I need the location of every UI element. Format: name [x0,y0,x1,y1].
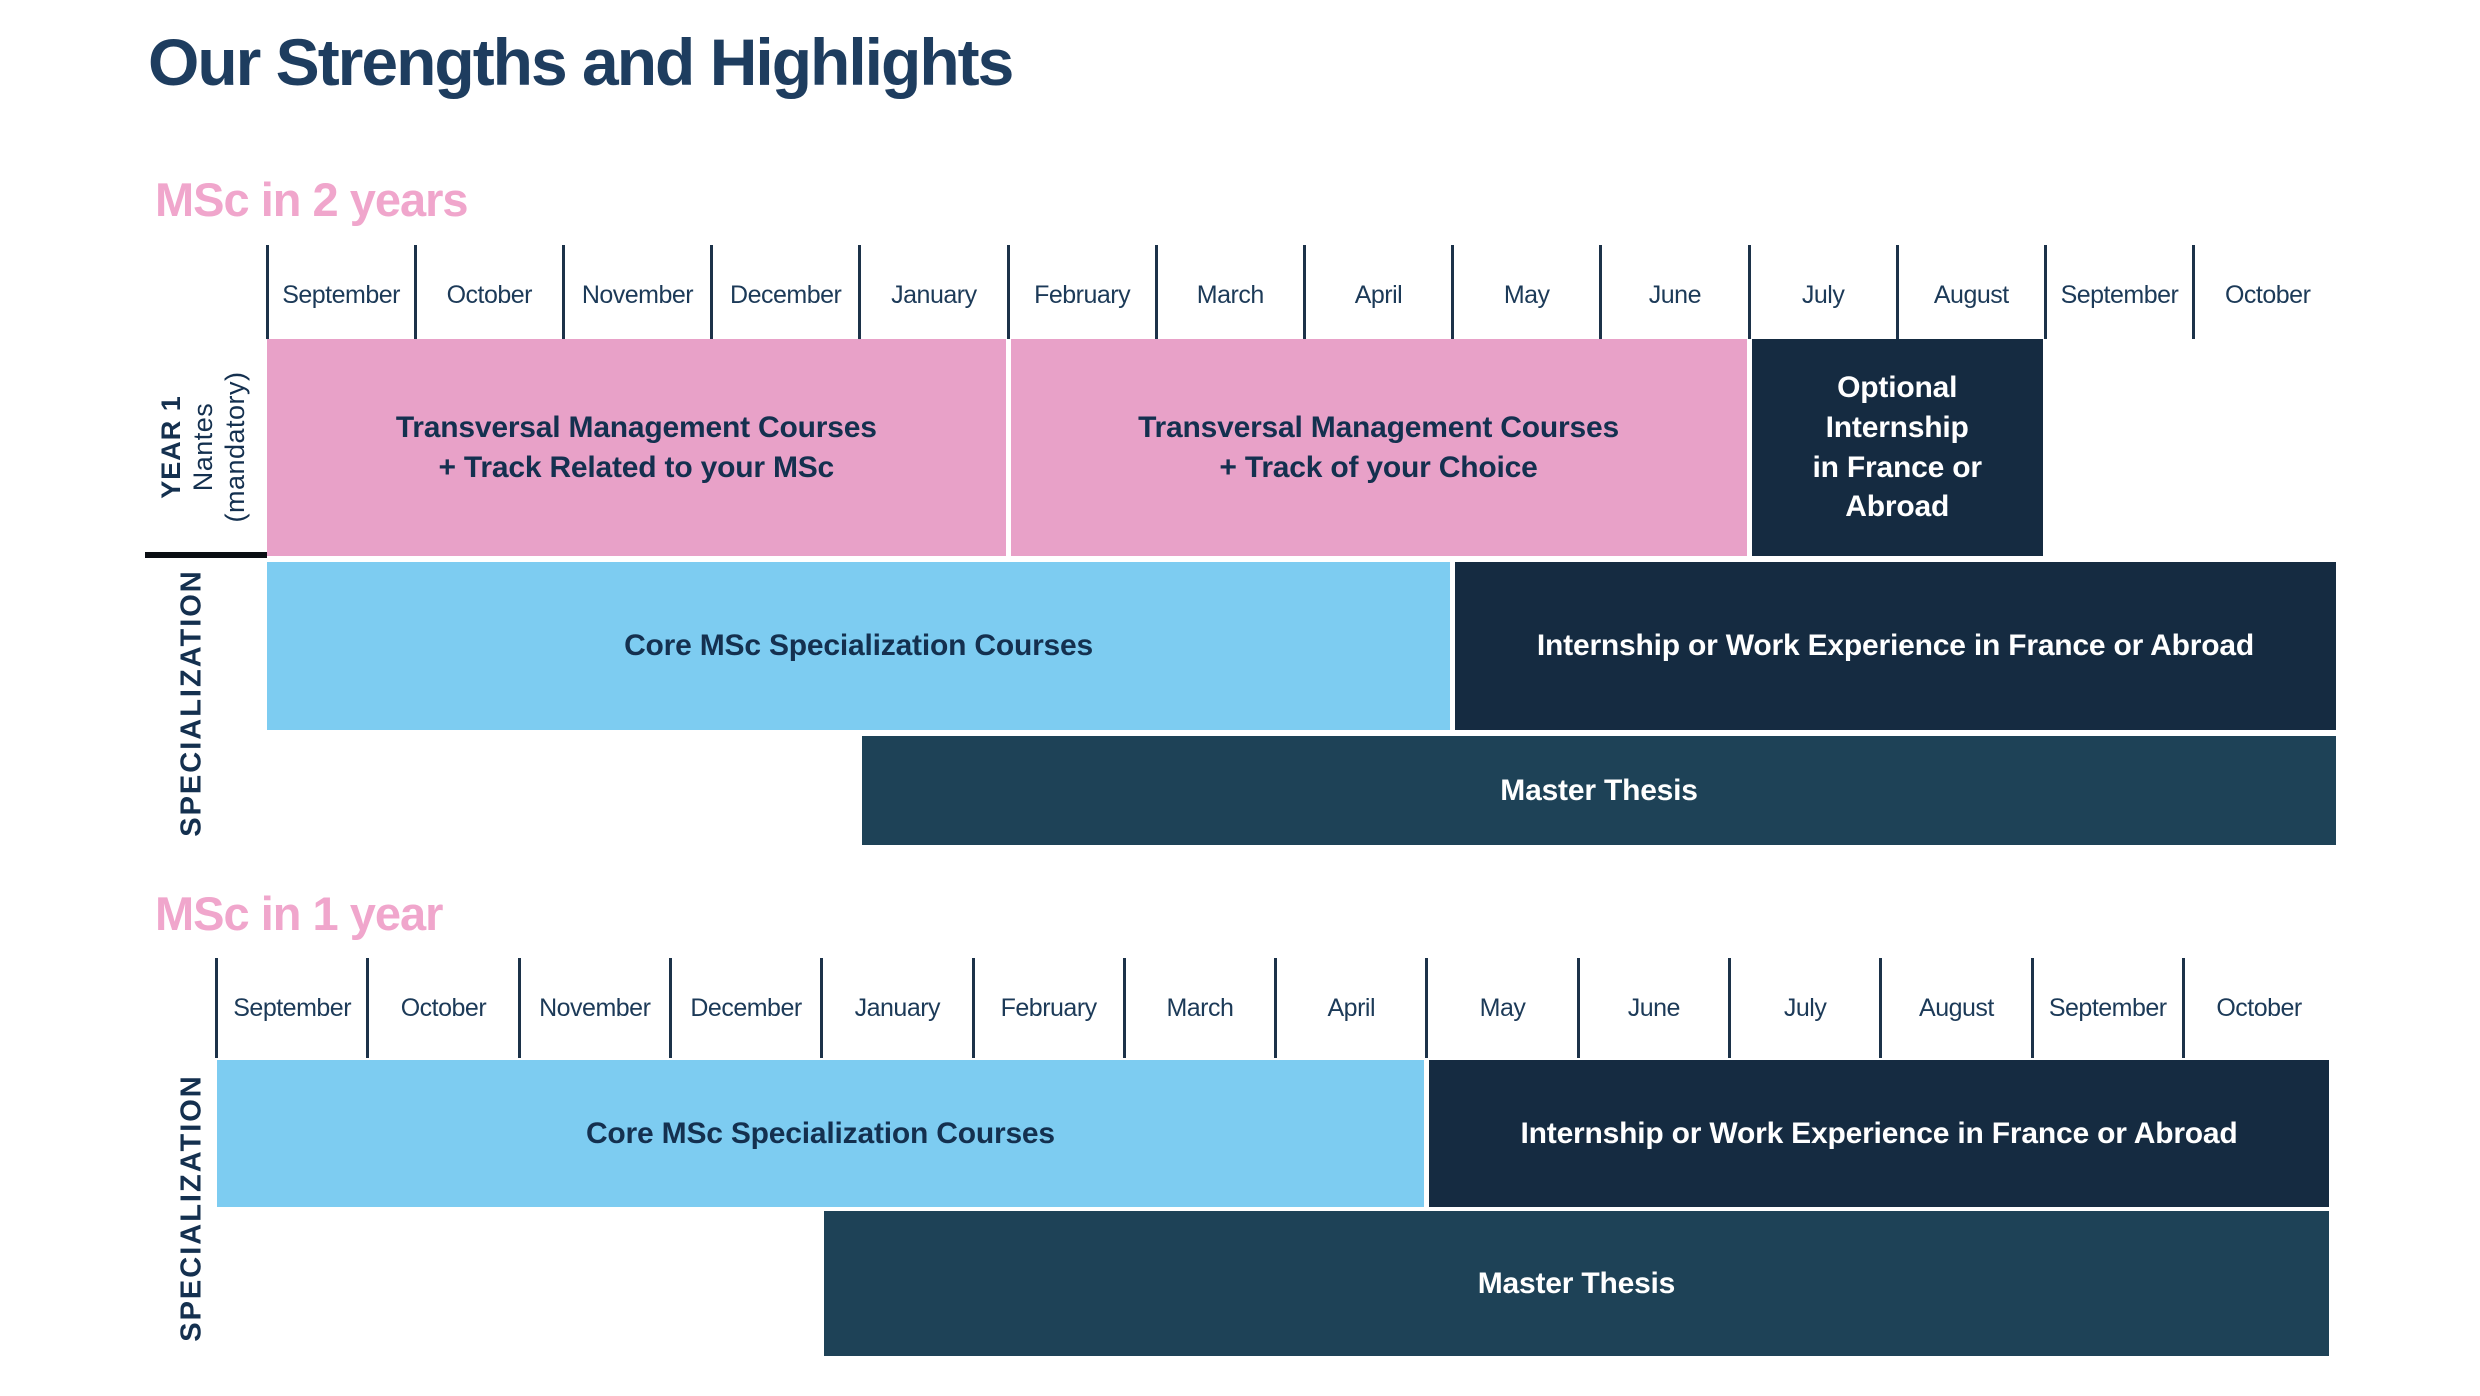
month-tick [1576,958,1580,1058]
month-tick [215,958,218,1058]
month-label: March [1196,280,1264,309]
month-label: June [1627,993,1681,1022]
month-tick [858,245,862,339]
month-label: June [1648,280,1702,309]
year1-specialization-divider [145,552,267,558]
month-label: January [891,280,977,309]
bar-master-thesis: Master Thesis [824,1211,2329,1356]
month-label: November [539,993,651,1022]
month-label: January [854,993,941,1022]
bar-transversal-track-related: Transversal Management Courses + Track R… [267,339,1006,556]
month-label: May [1503,280,1550,309]
month-tick [1747,245,1751,339]
month-label: March [1166,993,1234,1022]
month-label: November [581,280,694,309]
bar-transversal-track-choice: Transversal Management Courses + Track o… [1010,339,1747,556]
section-heading-msc-2-years: MSc in 2 years [155,173,469,226]
month-label: August [1933,280,2009,309]
month-tick [1302,245,1306,339]
row-label-specialization-msc2: SPECIALIZATION [175,569,208,837]
month-tick [2043,245,2047,339]
month-tick [366,958,370,1058]
bar-internship-work-experience: Internship or Work Experience in France … [1455,562,2336,730]
month-label: February [1034,280,1131,309]
month-label: December [690,993,802,1022]
month-label: October [446,280,533,309]
bar-core-specialization: Core MSc Specialization Courses [267,562,1451,730]
month-tick [1451,245,1455,339]
month-tick [1879,958,1883,1058]
row-label-specialization-msc1: SPECIALIZATION [175,1074,208,1342]
row-label-year1: YEAR 1 Nantes (mandatory) [155,371,251,522]
month-tick [820,958,824,1058]
month-label: July [1801,280,1845,309]
month-tick [971,958,975,1058]
month-tick [413,245,417,339]
section-heading-msc-1-year: MSc in 1 year [155,887,443,940]
month-label: July [1783,993,1827,1022]
month-label: October [400,993,487,1022]
month-tick [668,958,672,1058]
month-label: August [1919,993,1994,1022]
month-tick [561,245,565,339]
month-label: September [282,280,400,309]
bar-master-thesis: Master Thesis [862,736,2336,845]
month-label: April [1327,993,1375,1022]
month-label: February [1000,993,1098,1022]
month-label: April [1354,280,1403,309]
month-tick [1599,245,1603,339]
month-label: May [1479,993,1526,1022]
bar-core-specialization: Core MSc Specialization Courses [216,1060,1425,1207]
month-tick [2030,958,2034,1058]
month-tick [517,958,521,1058]
bar-optional-internship: Optional Internship in France or Abroad [1751,339,2043,556]
month-label: September [233,993,352,1022]
month-label: September [2048,993,2167,1022]
month-label: October [2216,993,2302,1022]
month-tick [2192,245,2196,339]
row-label-year1-line2: Nantes [188,402,218,492]
row-label-year1-line3: (mandatory) [220,371,250,523]
month-tick [1154,245,1158,339]
row-label-year1-line1: YEAR 1 [156,395,186,499]
month-tick [1122,958,1126,1058]
month-tick [1006,245,1010,339]
month-tick [1728,958,1731,1058]
month-label: October [2224,280,2311,309]
month-tick [1895,245,1899,339]
month-tick [1274,958,1278,1058]
month-tick [2181,958,2185,1058]
page-title: Our Strengths and Highlights [148,25,1014,99]
month-label: December [730,280,842,309]
month-tick [1425,958,1429,1058]
month-label: September [2060,280,2179,309]
month-tick [265,245,269,339]
bar-internship-work-experience: Internship or Work Experience in France … [1429,1060,2329,1207]
month-tick [710,245,714,339]
